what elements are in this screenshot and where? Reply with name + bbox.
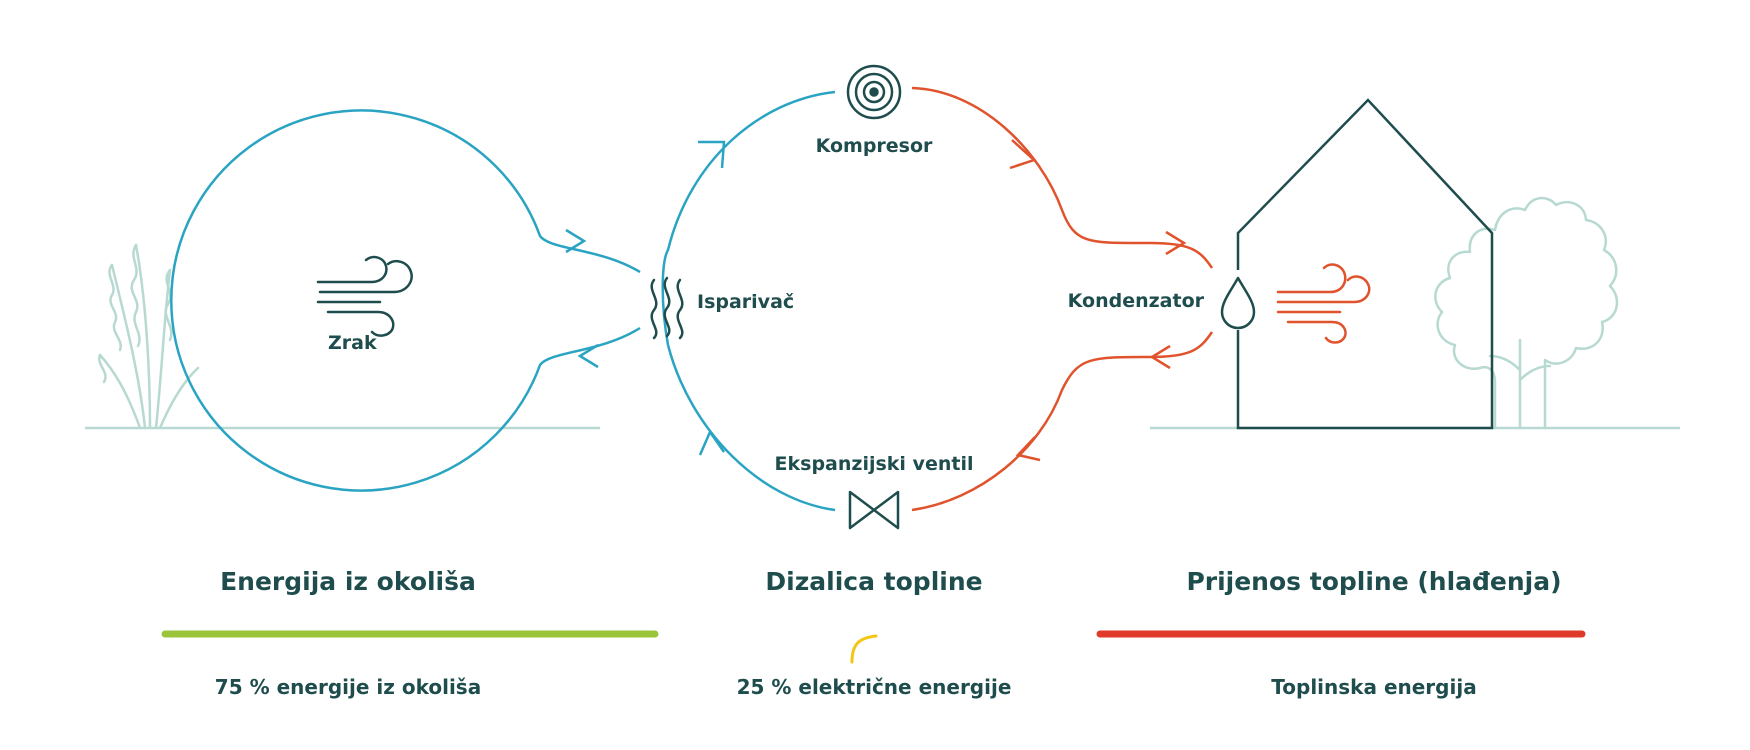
circuit-hot-side (911, 331, 1214, 512)
valve-label: Ekspanzijski ventil (775, 453, 974, 475)
plant-illustration (98, 243, 200, 430)
arrow-chevron (1165, 230, 1187, 256)
wind-icon-red (1276, 263, 1371, 344)
arrow-chevron (565, 228, 587, 254)
caption-environment: 75 % energije iz okoliša (215, 675, 481, 699)
heading-environment: Energija iz okoliša (220, 567, 476, 596)
evaporator-label: Isparivač (697, 291, 794, 313)
drop-icon (1220, 276, 1256, 330)
arrow-chevron (698, 140, 726, 169)
circuit-cold-side (661, 90, 836, 346)
arrow-chevron (1009, 139, 1037, 170)
tree-illustration (1434, 196, 1619, 430)
circuit-hot-side (911, 86, 1214, 269)
arrow-chevron (698, 429, 726, 456)
arrow-chevron (577, 343, 599, 369)
caption-heat: Toplinska energija (1271, 675, 1476, 699)
heat-waves-icon (650, 276, 684, 340)
arrow-chevron (1149, 344, 1171, 370)
wind-icon (316, 255, 413, 337)
energy-bar-electric-input (850, 634, 878, 664)
heading-heat-transfer: Prijenos topline (hlađenja) (1186, 567, 1561, 596)
condenser-label: Kondenzator (1068, 290, 1205, 312)
circuit-cold-side (666, 344, 836, 512)
arrow-chevron (1015, 436, 1041, 462)
caption-electric: 25 % električne energije (737, 675, 1012, 699)
valve-icon (848, 490, 900, 530)
energy-bar (161, 630, 1586, 664)
compressor-label: Kompresor (816, 135, 933, 157)
target-icon (846, 64, 902, 120)
environment-loop (170, 109, 641, 492)
heading-heat-pump: Dizalica topline (765, 567, 982, 596)
air-label: Zrak (328, 332, 377, 354)
house-outline (1236, 98, 1494, 430)
